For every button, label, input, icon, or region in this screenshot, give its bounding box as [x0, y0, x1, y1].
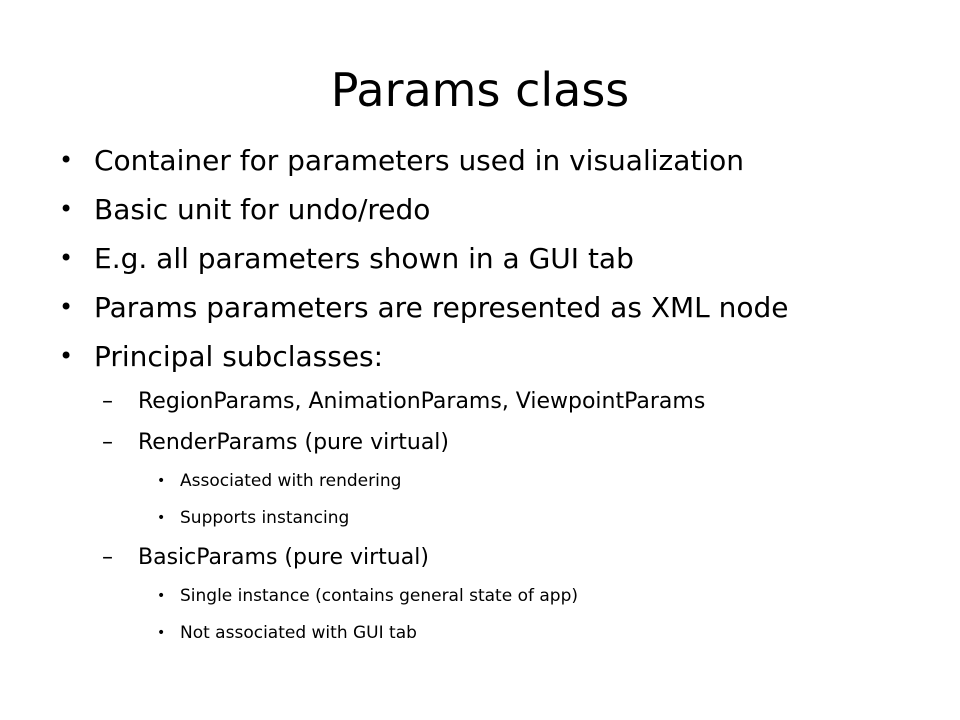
- bullet-icon: •: [157, 473, 166, 489]
- dash-icon: –: [102, 430, 113, 455]
- bullet-text: Principal subclasses:: [94, 340, 384, 373]
- bullet-item: • E.g. all parameters shown in a GUI tab: [0, 234, 960, 283]
- bullet-icon: •: [59, 293, 74, 321]
- bullet-icon: •: [157, 588, 166, 604]
- bullet-icon: •: [157, 625, 166, 641]
- bullet-item: • Principal subclasses:: [0, 332, 960, 381]
- bullet-text: Container for parameters used in visuali…: [94, 144, 744, 177]
- bullet-icon: •: [59, 195, 74, 223]
- dash-icon: –: [102, 545, 113, 570]
- sub-bullet-item: – BasicParams (pure virtual): [0, 537, 960, 578]
- bullet-icon: •: [59, 342, 74, 370]
- slide-title: Params class: [330, 63, 630, 117]
- dash-icon: –: [102, 389, 113, 414]
- bullet-text: E.g. all parameters shown in a GUI tab: [94, 242, 634, 275]
- sub-sub-bullet-item: • Associated with rendering: [0, 463, 960, 500]
- sub-bullet-text: RegionParams, AnimationParams, Viewpoint…: [138, 389, 706, 414]
- sub-bullet-item: – RegionParams, AnimationParams, Viewpoi…: [0, 381, 960, 422]
- bullet-icon: •: [157, 510, 166, 526]
- bullet-item: • Params parameters are represented as X…: [0, 283, 960, 332]
- bullet-text: Params parameters are represented as XML…: [94, 291, 789, 324]
- bullet-text: Basic unit for undo/redo: [94, 193, 431, 226]
- bullet-icon: •: [59, 244, 74, 272]
- bullet-list: • Container for parameters used in visua…: [0, 136, 960, 652]
- bullet-icon: •: [59, 146, 74, 174]
- bullet-item: • Container for parameters used in visua…: [0, 136, 960, 185]
- sub-bullet-text: BasicParams (pure virtual): [138, 545, 429, 570]
- sub-sub-bullet-text: Not associated with GUI tab: [180, 623, 417, 643]
- sub-sub-bullet-text: Single instance (contains general state …: [180, 586, 578, 606]
- sub-sub-bullet-text: Associated with rendering: [180, 471, 402, 491]
- sub-bullet-text: RenderParams (pure virtual): [138, 430, 449, 455]
- bullet-item: • Basic unit for undo/redo: [0, 185, 960, 234]
- sub-sub-bullet-item: • Not associated with GUI tab: [0, 615, 960, 652]
- sub-sub-bullet-item: • Supports instancing: [0, 500, 960, 537]
- sub-bullet-item: – RenderParams (pure virtual): [0, 422, 960, 463]
- sub-sub-bullet-item: • Single instance (contains general stat…: [0, 578, 960, 615]
- sub-sub-bullet-text: Supports instancing: [180, 508, 350, 528]
